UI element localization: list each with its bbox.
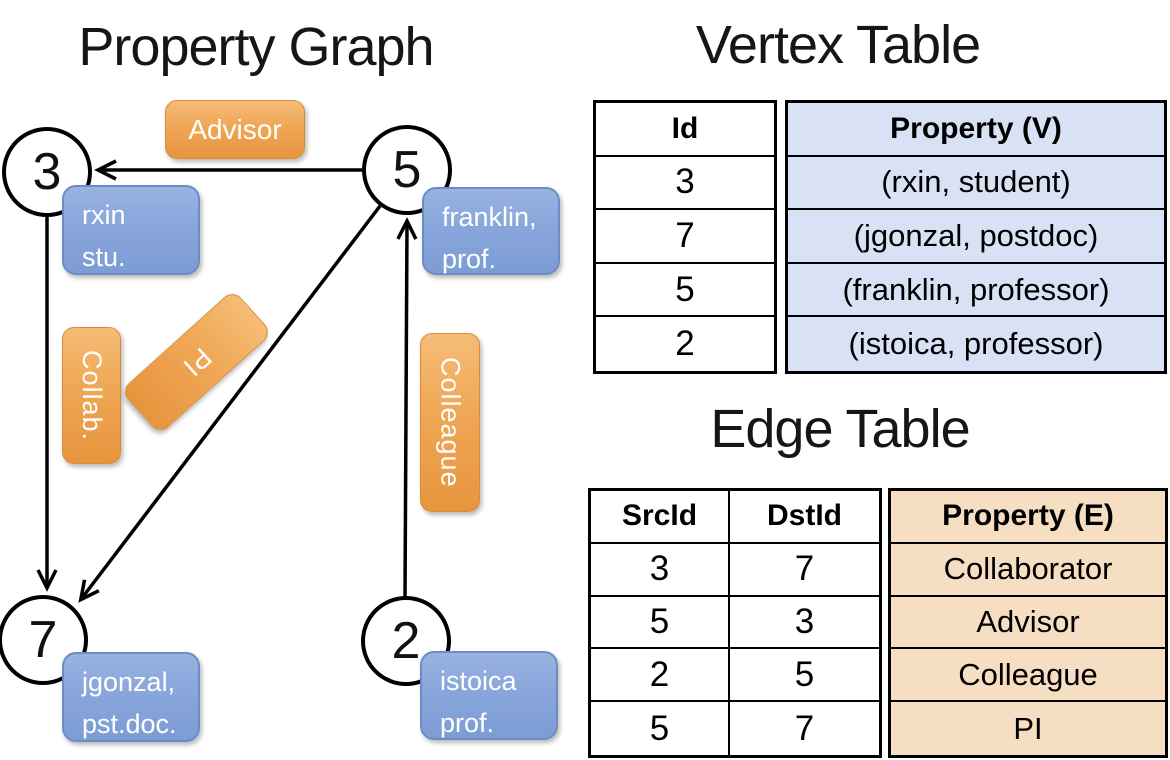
table-cell: 2 bbox=[675, 324, 695, 364]
vertex-table-id-column: Id 3 7 5 2 bbox=[593, 100, 777, 374]
edge-2-to-5-colleague bbox=[396, 217, 418, 598]
prop-line: franklin, bbox=[442, 202, 537, 232]
table-cell: 5 bbox=[591, 596, 730, 650]
column-header: SrcId bbox=[591, 491, 730, 544]
vertex-prop-box-5: franklin, prof. bbox=[422, 187, 560, 275]
table-cell: Collaborator bbox=[891, 543, 1165, 597]
prop-line: stu. bbox=[82, 241, 126, 272]
node-id: 3 bbox=[32, 143, 62, 201]
column-header: Property (E) bbox=[891, 491, 1165, 544]
table-cell: 3 bbox=[596, 157, 774, 211]
prop-line: prof. bbox=[440, 707, 495, 738]
table-cell: Colleague bbox=[891, 649, 1165, 703]
property-graph-title: Property Graph bbox=[78, 17, 434, 77]
edge-label-collab: Collab. bbox=[62, 327, 121, 464]
prop-line: rxin bbox=[82, 200, 126, 230]
table-cell: 2 bbox=[591, 649, 730, 703]
table-cell: 5 bbox=[730, 649, 879, 703]
graph-node-5: 5 bbox=[362, 125, 452, 215]
column-header: Property (V) bbox=[788, 103, 1164, 157]
edge-table: SrcId DstId 3 7 5 3 2 5 5 7 Property (E)… bbox=[588, 488, 1168, 758]
node-id: 5 bbox=[392, 141, 422, 199]
table-cell: PI bbox=[891, 702, 1165, 755]
vertex-prop-box-2: istoica prof. bbox=[420, 651, 558, 740]
table-cell: 3 bbox=[730, 597, 879, 650]
column-header: DstId bbox=[730, 491, 879, 544]
table-cell: (rxin, student) bbox=[788, 156, 1164, 211]
prop-line: prof. bbox=[442, 243, 497, 274]
prop-line: istoica bbox=[440, 666, 517, 696]
vertex-table-title: Vertex Table bbox=[695, 15, 981, 75]
table-cell: (jgonzal, postdoc) bbox=[788, 210, 1164, 264]
edge-table-id-columns: SrcId DstId 3 7 5 3 2 5 5 7 bbox=[588, 488, 882, 758]
prop-line: jgonzal, bbox=[82, 667, 176, 697]
edge-table-title: Edge Table bbox=[710, 399, 970, 459]
vertex-table: Id 3 7 5 2 Property (V) (rxin, student) … bbox=[593, 100, 1167, 374]
column-header: Id bbox=[596, 103, 774, 157]
table-cell: (franklin, professor) bbox=[788, 263, 1164, 318]
table-cell: Advisor bbox=[891, 596, 1165, 650]
edge-table-property-column: Property (E) Collaborator Advisor Collea… bbox=[888, 488, 1168, 758]
table-cell: 5 bbox=[591, 702, 730, 755]
node-id: 7 bbox=[28, 611, 58, 669]
edge-label-advisor: Advisor bbox=[165, 100, 305, 159]
edge-5-to-7-pi bbox=[78, 204, 382, 603]
edge-label-colleague: Colleague bbox=[420, 333, 480, 512]
table-cell: 5 bbox=[596, 264, 774, 318]
vertex-prop-box-7: jgonzal, pst.doc. bbox=[62, 652, 200, 742]
table-cell: (istoica, professor) bbox=[788, 317, 1164, 371]
prop-line: pst.doc. bbox=[82, 708, 177, 739]
graph-node-2: 2 bbox=[361, 596, 451, 686]
graph-edges-layer bbox=[36, 159, 418, 603]
table-cell: 3 bbox=[591, 543, 730, 597]
table-cell: 7 bbox=[730, 544, 879, 597]
node-id: 2 bbox=[391, 612, 421, 670]
table-cell: 7 bbox=[596, 210, 774, 264]
vertex-prop-box-3: rxin stu. bbox=[62, 185, 200, 275]
vertex-table-property-column: Property (V) (rxin, student) (jgonzal, p… bbox=[785, 100, 1167, 374]
table-cell: 7 bbox=[794, 708, 815, 748]
